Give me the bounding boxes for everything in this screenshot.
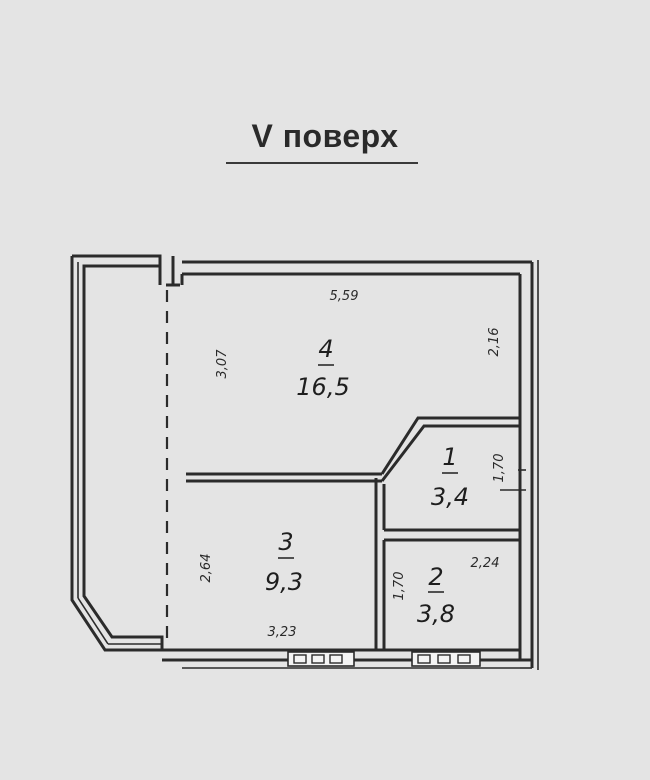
room-3-number: 3 [278, 528, 293, 556]
outer-walls [158, 256, 539, 670]
room-1-number: 1 [442, 443, 457, 471]
room-1-area: 3,4 [431, 483, 469, 511]
dimension-room2-width: 2,24 [471, 556, 500, 571]
room-3-area: 9,3 [265, 568, 303, 596]
dimension-room1-height: 1,70 [492, 454, 507, 483]
dimension-top-width: 5,59 [330, 289, 359, 304]
page-title: V поверх [251, 118, 399, 154]
dimension-room4-right-height: 2,16 [487, 328, 502, 357]
room-1-label: 1 3,4 [431, 443, 469, 511]
dimension-room2-height: 1,70 [392, 572, 407, 601]
dimension-room4-left-height: 3,07 [215, 349, 230, 379]
title-underline [226, 162, 418, 164]
room-2-area: 3,8 [417, 600, 455, 628]
room-4-number: 4 [318, 335, 333, 363]
window-room3 [287, 651, 355, 667]
dimension-room3-width: 3,23 [268, 625, 297, 640]
room-4-label: 4 16,5 [296, 335, 349, 401]
inner-partitions [186, 416, 526, 650]
dimension-room3-height: 2,64 [199, 554, 214, 583]
room-3-label: 3 9,3 [265, 528, 303, 596]
balcony [70, 254, 169, 652]
room-2-label: 2 3,8 [417, 563, 455, 628]
window-room2 [411, 651, 481, 667]
room-2-number: 2 [428, 563, 443, 591]
room-4-area: 16,5 [296, 373, 349, 401]
